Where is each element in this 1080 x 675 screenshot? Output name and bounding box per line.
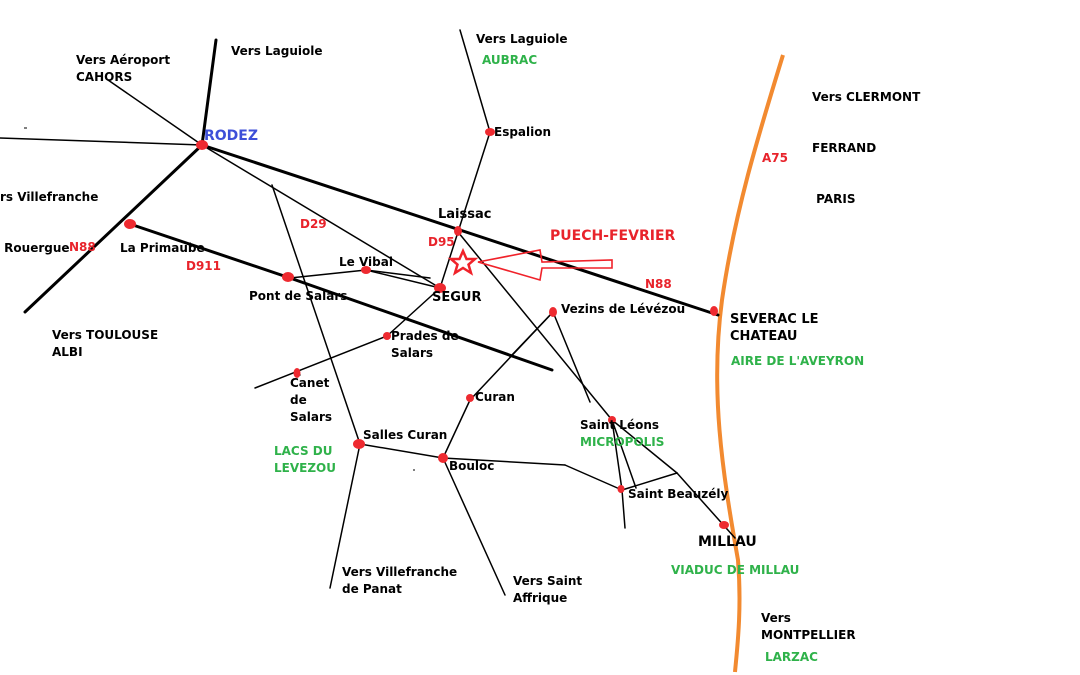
- road-pont-vibal: [289, 269, 367, 279]
- label-vezins-de-levezou: Vezins de Lévézou: [561, 302, 686, 316]
- label-vers-villefranche-rouergue: rs Villefranche Rouergue: [0, 190, 99, 255]
- label-vers-laguiole-center: Vers Laguiole: [476, 32, 568, 46]
- label-salles-curan: Salles Curan: [363, 428, 448, 442]
- label-puech-fevrier: PUECH-FEVRIER: [550, 228, 676, 244]
- town-dot-laissac[interactable]: [454, 226, 462, 236]
- road-vezins-saint-leons: [552, 311, 591, 403]
- town-dot-segur[interactable]: [434, 283, 446, 293]
- label-rodez: RODEZ: [204, 128, 259, 144]
- road-d95: [439, 231, 459, 289]
- label-vers-villefranche-de-panat: Vers Villefranche de Panat: [342, 565, 458, 596]
- label-vers-aeroport-cahors: Vers Aéroport CAHORS: [76, 53, 171, 84]
- label-d29: D29: [300, 217, 327, 231]
- town-dot-canet[interactable]: [293, 368, 301, 378]
- road-leons-millau: [611, 419, 678, 474]
- town-dot-espalion[interactable]: [485, 128, 495, 136]
- label-aire-de-l-aveyron: AIRE DE L'AVEYRON: [731, 354, 865, 368]
- road-prades-segur: [386, 287, 441, 337]
- road-canet-prades: [254, 335, 388, 389]
- town-dot-severac[interactable]: [710, 306, 718, 316]
- label-segur: SEGUR: [432, 290, 482, 305]
- town-dot-curan[interactable]: [466, 394, 474, 402]
- town-dot-salles-curan[interactable]: [353, 439, 365, 449]
- label-vers-saint-affrique: Vers Saint Affrique: [513, 574, 583, 605]
- town-dot-saint-leons[interactable]: [608, 416, 616, 424]
- label-pont-de-salars: Pont de Salars: [249, 289, 348, 303]
- main-roads: [23, 38, 720, 372]
- town-dot-pont-de-salars[interactable]: [282, 272, 294, 282]
- label-d911: D911: [186, 259, 222, 273]
- label-larzac: LARZAC: [765, 650, 818, 664]
- town-dot-rodez[interactable]: [196, 140, 208, 150]
- town-dot-la-primaube[interactable]: [124, 219, 136, 229]
- road-beauzely-millau: [621, 472, 678, 491]
- label-le-vibal: Le Vibal: [339, 255, 393, 269]
- road-vibal-laissac-link: [365, 269, 431, 279]
- label-lacs-du-levezou: LACS DU LEVEZOU: [274, 444, 336, 475]
- label-bouloc: Bouloc: [449, 459, 495, 473]
- road-bouloc-east: [442, 457, 566, 466]
- road-villefranche-rouergue: [0, 137, 203, 146]
- road-rodez-salles-curan: [271, 184, 361, 445]
- town-dot-le-vibal[interactable]: [361, 266, 371, 274]
- road-leons-beauzely: [611, 419, 623, 491]
- label-a75: A75: [762, 151, 788, 165]
- road-n88-rodez-south: [23, 143, 204, 314]
- road-rodez-north: [200, 38, 218, 147]
- town-dot-saint-beauzely[interactable]: [617, 485, 625, 493]
- arrow-icon: [477, 249, 613, 282]
- road-d911: [128, 222, 292, 280]
- label-micropolis: MICROPOLIS: [580, 435, 665, 449]
- label-laissac: Laissac: [438, 207, 492, 222]
- town-dot-bouloc[interactable]: [438, 453, 448, 463]
- road-beauzely-south: [621, 489, 626, 529]
- label-n88-right: N88: [645, 277, 672, 291]
- label-saint-beauzely: Saint Beauzély: [628, 487, 729, 501]
- label-millau: MILLAU: [698, 534, 757, 550]
- a75-motorway: [715, 54, 785, 673]
- label-prades-de-salars: Prades de Salars: [391, 329, 459, 360]
- road-cahors: [107, 79, 203, 146]
- label-la-primaube: La Primaube: [120, 241, 205, 255]
- road-leons-east: [611, 419, 637, 489]
- town-dot-millau[interactable]: [719, 521, 729, 529]
- label-curan: Curan: [475, 390, 515, 404]
- town-dot-vezins[interactable]: [549, 307, 557, 317]
- road-bouloc-saint-affrique: [442, 457, 506, 596]
- road-d29: [201, 144, 441, 289]
- label-d95: D95: [428, 235, 455, 249]
- star-icon[interactable]: [447, 247, 479, 276]
- secondary-roads: [0, 29, 736, 596]
- road-bouloc-beauzely: [564, 464, 623, 491]
- label-vers-toulouse-albi: Vers TOULOUSE ALBI: [52, 328, 159, 359]
- road-curan-bouloc: [442, 399, 471, 459]
- label-viaduc-de-millau: VIADUC DE MILLAU: [671, 563, 800, 577]
- label-saint-leons: Saint Léons: [580, 418, 660, 432]
- label-vers-clermont-ferrand-paris: Vers CLERMONT FERRAND PARIS: [812, 90, 921, 206]
- road-pont-segur-southeast: [288, 276, 554, 372]
- road-salles-villefranche: [329, 443, 361, 589]
- town-dots: [124, 128, 729, 529]
- label-espalion: Espalion: [494, 125, 552, 139]
- label-severac-le-chateau: SEVERAC LE CHATEAU: [730, 312, 819, 344]
- town-dot-prades[interactable]: [383, 332, 391, 340]
- road-espalion-laissac: [457, 131, 491, 233]
- road-vibal-segur: [365, 269, 441, 289]
- label-n88-left: N88: [69, 240, 96, 254]
- road-laguiole-espalion: [459, 29, 491, 133]
- road-vezins-bouloc: [469, 311, 554, 401]
- label-vers-montpellier: Vers MONTPELLIER: [761, 611, 856, 642]
- label-canet-de-salars: Canet de Salars: [290, 376, 333, 424]
- label-vers-laguiole-left: Vers Laguiole: [231, 44, 323, 58]
- road-salles-bouloc: [359, 443, 444, 459]
- label-aubrac: AUBRAC: [482, 53, 538, 67]
